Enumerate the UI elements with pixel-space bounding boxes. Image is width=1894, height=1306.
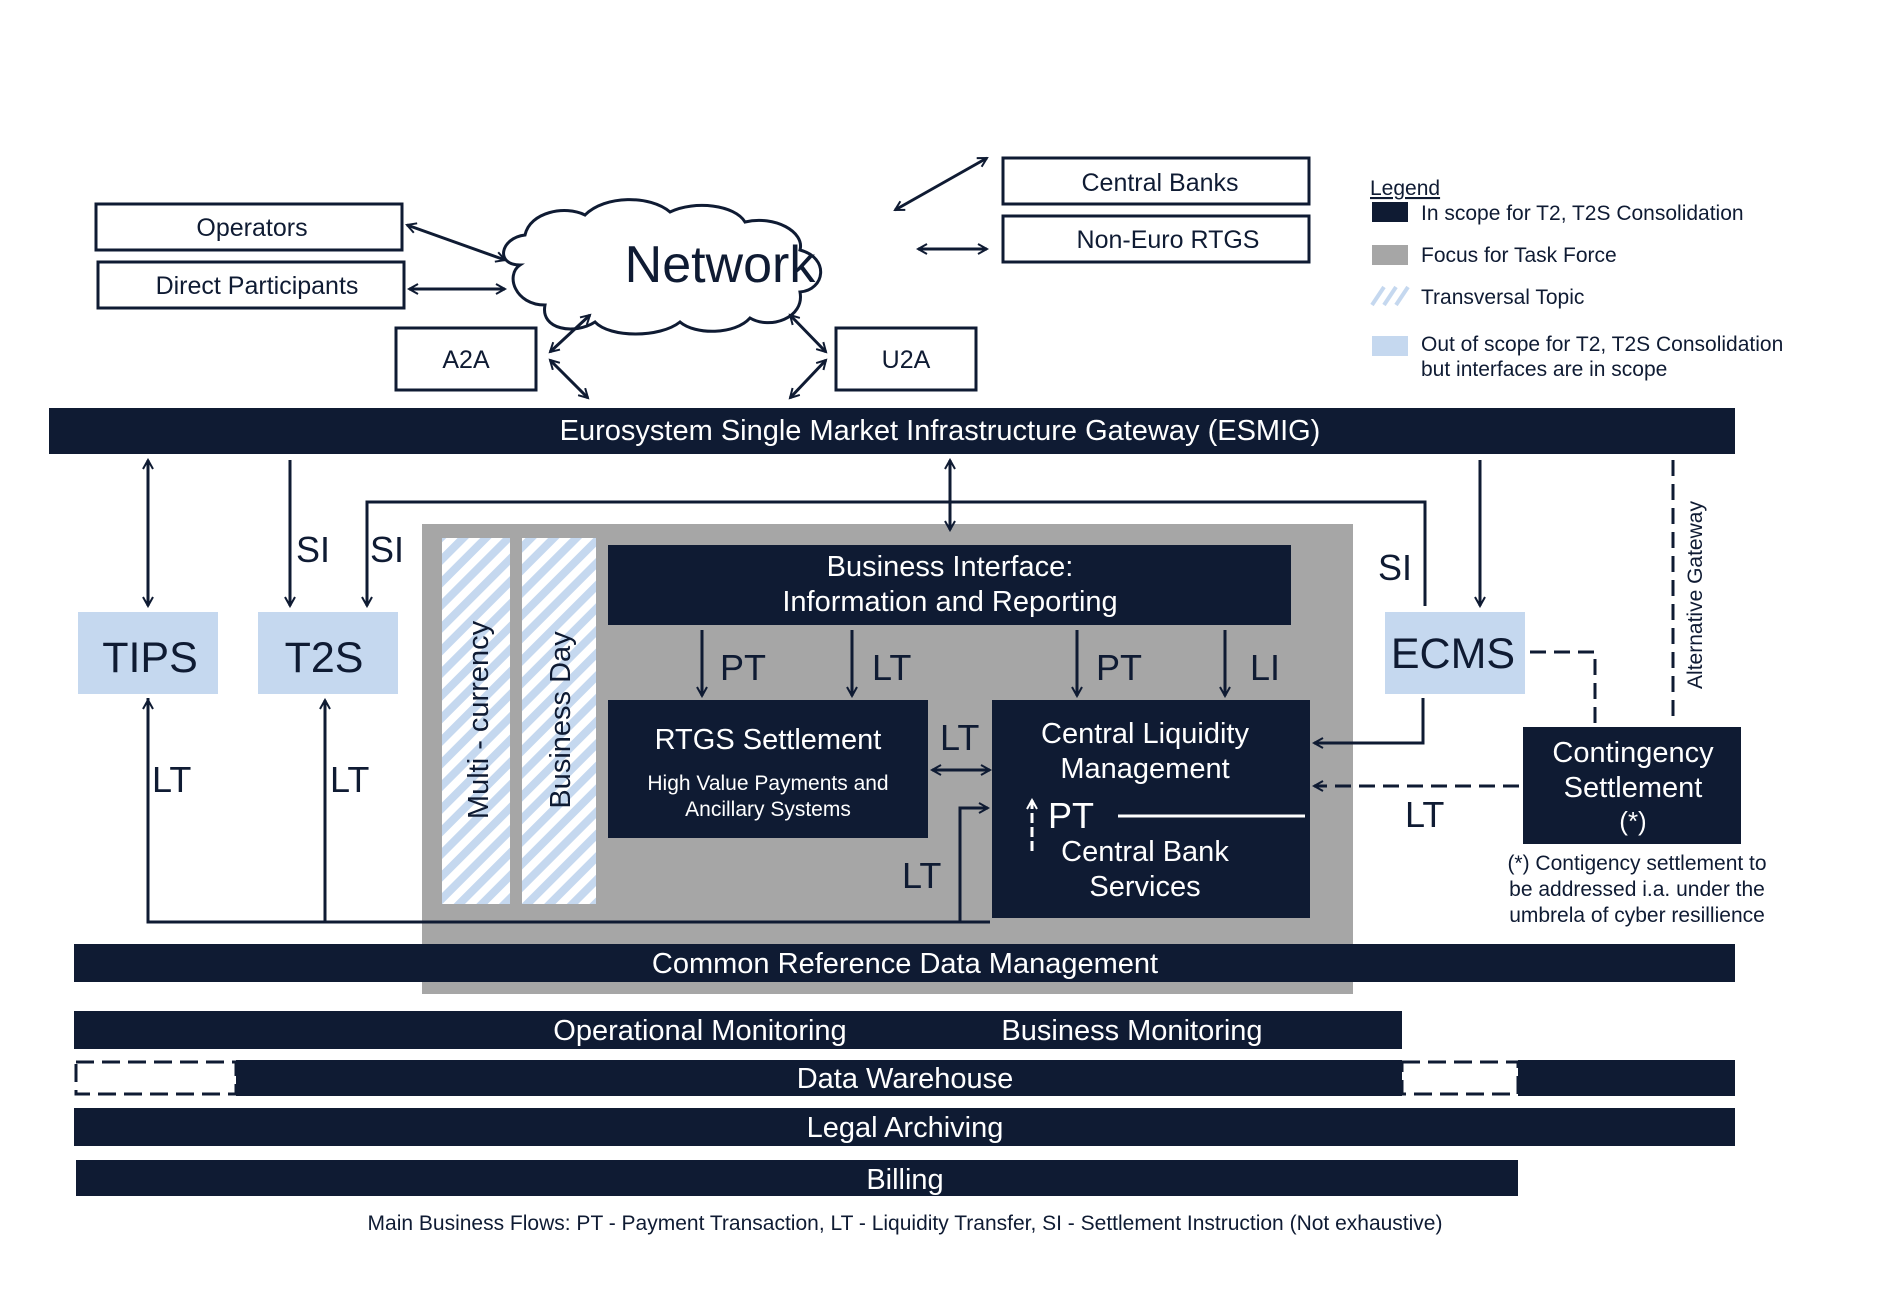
clm-line1: Central Liquidity <box>1041 718 1249 750</box>
business-interface-line2: Information and Reporting <box>782 586 1117 618</box>
data-warehouse-label: Data Warehouse <box>797 1063 1014 1095</box>
legend-swatch-in-scope <box>1372 202 1408 222</box>
crdm-label: Common Reference Data Management <box>652 948 1158 980</box>
central-banks-box <box>1001 156 1311 206</box>
cbs-pt-label: PT <box>1048 795 1094 836</box>
footer-caption: Main Business Flows: PT - Payment Transa… <box>368 1212 1443 1235</box>
legend-swatch-focus <box>1372 245 1408 265</box>
tips-label: TIPS <box>102 634 198 682</box>
a2a-network-arrow <box>550 315 590 352</box>
bi-rtgs-pt-label: PT <box>720 647 766 688</box>
alternative-gateway-label: Alternative Gateway <box>1684 501 1707 689</box>
contingency-line1: Contingency <box>1552 737 1714 769</box>
legal-archiving-bar <box>74 1108 1735 1146</box>
a2a-label: A2A <box>442 346 490 374</box>
u2a-label: U2A <box>882 346 931 374</box>
legal-archiving-label: Legal Archiving <box>807 1112 1004 1144</box>
legend-title: Legend <box>1370 177 1440 200</box>
business-interface-box <box>608 545 1291 625</box>
contingency-note-line3: umbrela of cyber resillience <box>1509 904 1765 927</box>
data-warehouse-bar <box>74 1060 1735 1096</box>
bi-clm-li-label: LI <box>1250 647 1280 688</box>
network-cloud <box>502 198 823 336</box>
rtgs-sub-line1: High Value Payments and <box>647 772 888 795</box>
esmig-label: Eurosystem Single Market Infrastructure … <box>560 415 1321 447</box>
ecms-si-label: SI <box>1378 547 1412 588</box>
billing-label: Billing <box>866 1164 943 1196</box>
legend-swatch-out-of-scope <box>1372 336 1408 356</box>
operational-monitoring-label: Operational Monitoring <box>553 1015 846 1047</box>
tips-lt-label: LT <box>152 759 191 800</box>
legend-out-of-scope-line1: Out of scope for T2, T2S Consolidation <box>1421 333 1783 356</box>
business-monitoring-label: Business Monitoring <box>1001 1015 1262 1047</box>
rtgs-sub-line2: Ancillary Systems <box>685 798 851 821</box>
u2a-box <box>834 326 978 392</box>
t2s-lt-label: LT <box>330 759 369 800</box>
ecms-box <box>1385 612 1525 694</box>
central-banks-network-arrow <box>895 156 987 212</box>
network-area: Network Operators Direct Participants Ce… <box>94 156 1311 398</box>
contingency-line3: (*) <box>1619 806 1646 836</box>
legend-transversal: Transversal Topic <box>1421 286 1584 309</box>
esmig-bar <box>49 408 1735 454</box>
bi-rtgs-lt-label: LT <box>872 647 911 688</box>
network-label: Network <box>625 236 817 294</box>
operators-label: Operators <box>196 214 307 242</box>
a2a-box <box>394 326 538 392</box>
business-interface-line1: Business Interface: <box>827 551 1074 583</box>
ecms-contingency-link <box>1530 650 1597 723</box>
direct-participants-box <box>96 260 406 310</box>
tips-box <box>78 612 218 694</box>
operators-network-arrow <box>407 225 505 260</box>
central-banks-label: Central Banks <box>1081 169 1238 197</box>
ecms-clm-arrow <box>1314 698 1425 743</box>
rtgs-settlement-box <box>608 700 928 838</box>
crdm-bar <box>74 944 1735 982</box>
operators-box <box>94 202 404 252</box>
t2s-si-label-2: SI <box>370 529 404 570</box>
contingency-lt-label: LT <box>1405 794 1444 835</box>
non-euro-rtgs-label: Non-Euro RTGS <box>1077 226 1260 254</box>
contingency-line2: Settlement <box>1564 772 1703 804</box>
business-day-label: Business Day <box>545 631 577 809</box>
contingency-note-line2: be addressed i.a. under the <box>1509 878 1765 901</box>
business-day-column <box>522 538 596 904</box>
rtgs-clm-lt-label: LT <box>940 717 979 758</box>
t2s-si-label-1: SI <box>296 529 330 570</box>
t2s-label: T2S <box>285 634 364 682</box>
t2s-box <box>258 612 398 694</box>
u2a-network-arrow <box>790 315 826 352</box>
direct-participants-label: Direct Participants <box>156 272 359 300</box>
billing-bar <box>76 1160 1518 1196</box>
ecms-label: ECMS <box>1391 630 1515 678</box>
cbs-line1: Central Bank <box>1061 836 1229 868</box>
multi-currency-label: Multi - currency <box>463 620 495 819</box>
clm-lt-out-arrow <box>940 808 988 924</box>
ecms-t2s-si-arrow <box>367 500 1427 606</box>
contingency-settlement-box <box>1523 727 1741 844</box>
bi-clm-pt-label: PT <box>1096 647 1142 688</box>
u2a-esmig-arrow <box>790 360 826 398</box>
non-euro-rtgs-box <box>1001 214 1311 264</box>
legend-swatch-transversal <box>1370 285 1410 307</box>
legend: Legend In scope for T2, T2S Consolidatio… <box>1370 177 1783 381</box>
a2a-esmig-arrow <box>550 360 588 398</box>
cbs-line2: Services <box>1089 871 1200 903</box>
legend-out-of-scope-line2: but interfaces are in scope <box>1421 358 1667 381</box>
contingency-note-line1: (*) Contigency settlement to <box>1507 852 1766 875</box>
legend-in-scope: In scope for T2, T2S Consolidation <box>1421 202 1744 225</box>
legend-focus: Focus for Task Force <box>1421 244 1617 267</box>
clm-lt-label: LT <box>902 855 941 896</box>
rtgs-title: RTGS Settlement <box>655 724 882 756</box>
multi-currency-column <box>442 538 510 904</box>
clm-line2: Management <box>1060 753 1229 785</box>
monitoring-bar <box>74 1011 1402 1049</box>
central-liquidity-management-box <box>992 700 1310 918</box>
